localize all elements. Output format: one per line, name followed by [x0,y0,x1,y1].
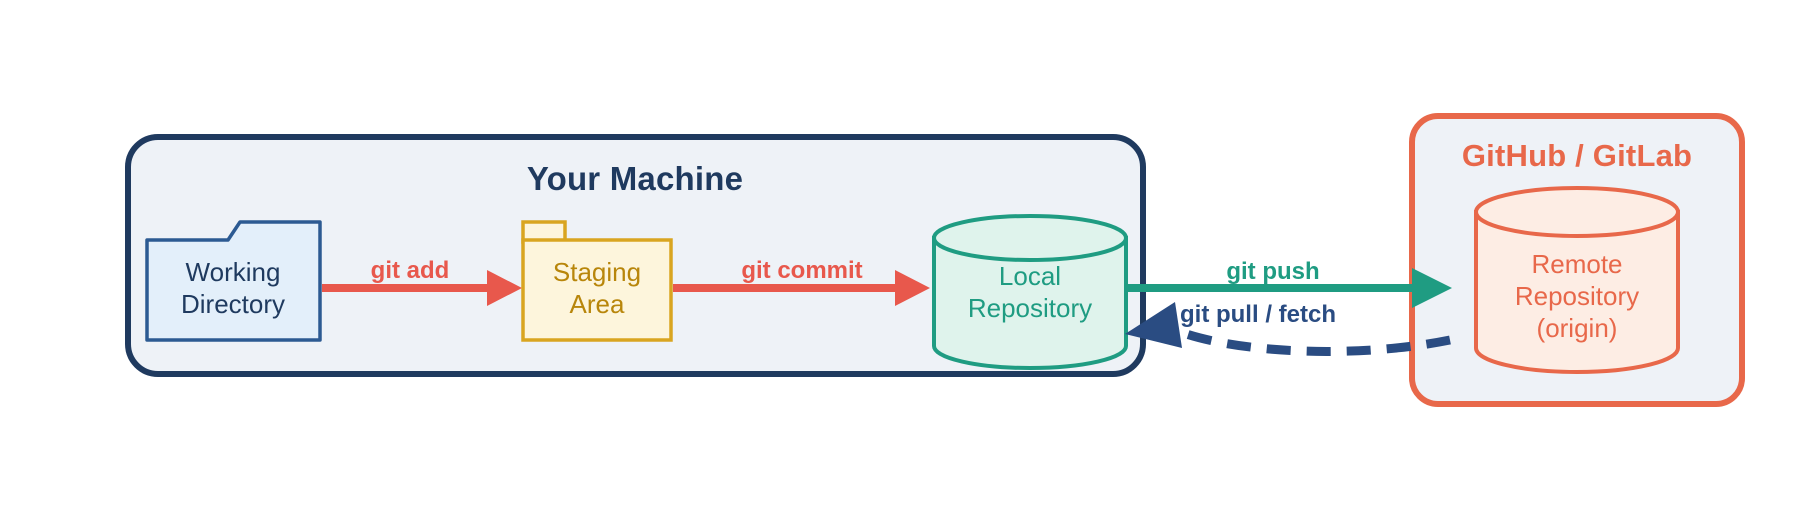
edge-git-pull-fetch[interactable]: git pull / fetch [1125,301,1451,356]
local-repository-label-line-1: Local [999,261,1061,291]
git-pull-fetch-arrow-line [1173,325,1451,356]
git-pull-fetch-label: git pull / fetch [1180,301,1336,328]
remote-repository-cylinder-top [1474,186,1680,238]
node-working-directory[interactable]: Working Directory [145,220,322,342]
remote-repository-cylinder-body [1474,210,1680,374]
git-commit-label: git commit [741,257,862,284]
working-directory-label-line-1: Working [186,257,281,287]
git-push-label: git push [1226,258,1319,285]
git-add-label: git add [371,257,450,284]
staging-area-folder-icon [521,238,673,342]
node-remote-repository[interactable]: Remote Repository (origin) [1474,186,1680,374]
git-add-arrow-head [487,270,522,306]
remote-repository-label-line-3: (origin) [1537,313,1618,343]
staging-area-label-line-1: Staging [553,257,641,287]
git-commit-arrow-head [895,270,930,306]
remote-repository-label-line-2: Repository [1515,281,1639,311]
staging-area-label-line-2: Area [570,289,625,319]
working-directory-label-line-2: Directory [181,289,285,319]
local-repository-cylinder-top [932,214,1128,262]
git-pull-fetch-arrow-head [1125,302,1182,348]
working-directory-folder-icon [145,220,322,342]
local-repository-cylinder-body [932,236,1128,370]
git-push-arrow-head [1412,268,1452,308]
edge-git-add[interactable]: git add [322,257,522,306]
github-gitlab-title: GitHub / GitLab [1462,138,1692,173]
node-local-repository[interactable]: Local Repository [932,214,1128,370]
remote-repository-label-line-1: Remote [1531,249,1622,279]
local-repository-label-line-2: Repository [968,293,1092,323]
node-staging-area[interactable]: Staging Area [521,220,673,342]
edge-git-push[interactable]: git push [1126,258,1452,308]
edge-git-commit[interactable]: git commit [673,257,930,306]
your-machine-title: Your Machine [527,160,743,197]
